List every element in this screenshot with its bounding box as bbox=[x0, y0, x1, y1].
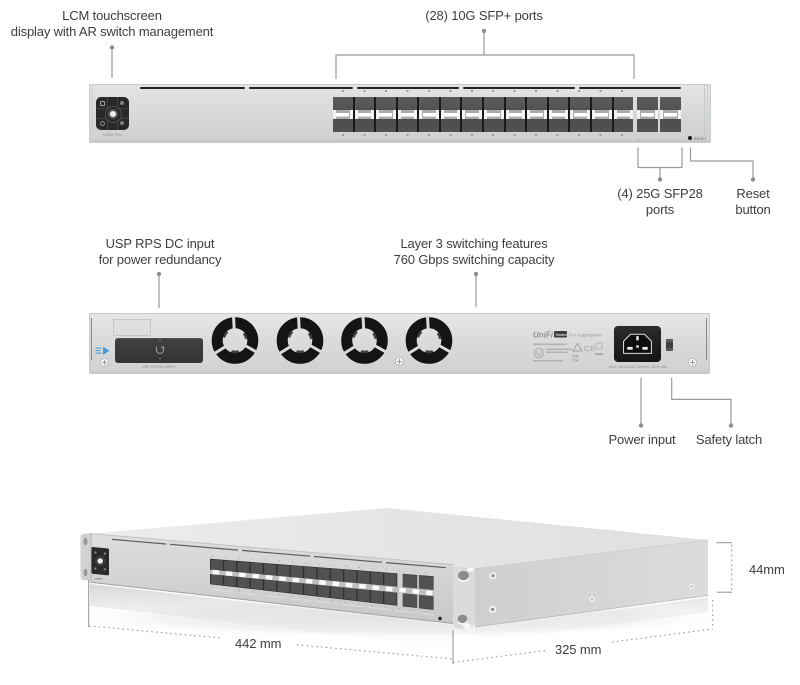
svg-text:Pro Aggregation: Pro Aggregation bbox=[569, 333, 602, 338]
svg-text:UK: UK bbox=[573, 354, 580, 359]
svg-text:CE: CE bbox=[584, 344, 596, 353]
svg-text:CA: CA bbox=[573, 358, 580, 363]
svg-text:Switch: Switch bbox=[556, 332, 568, 337]
svg-text:UniFi: UniFi bbox=[533, 331, 554, 340]
